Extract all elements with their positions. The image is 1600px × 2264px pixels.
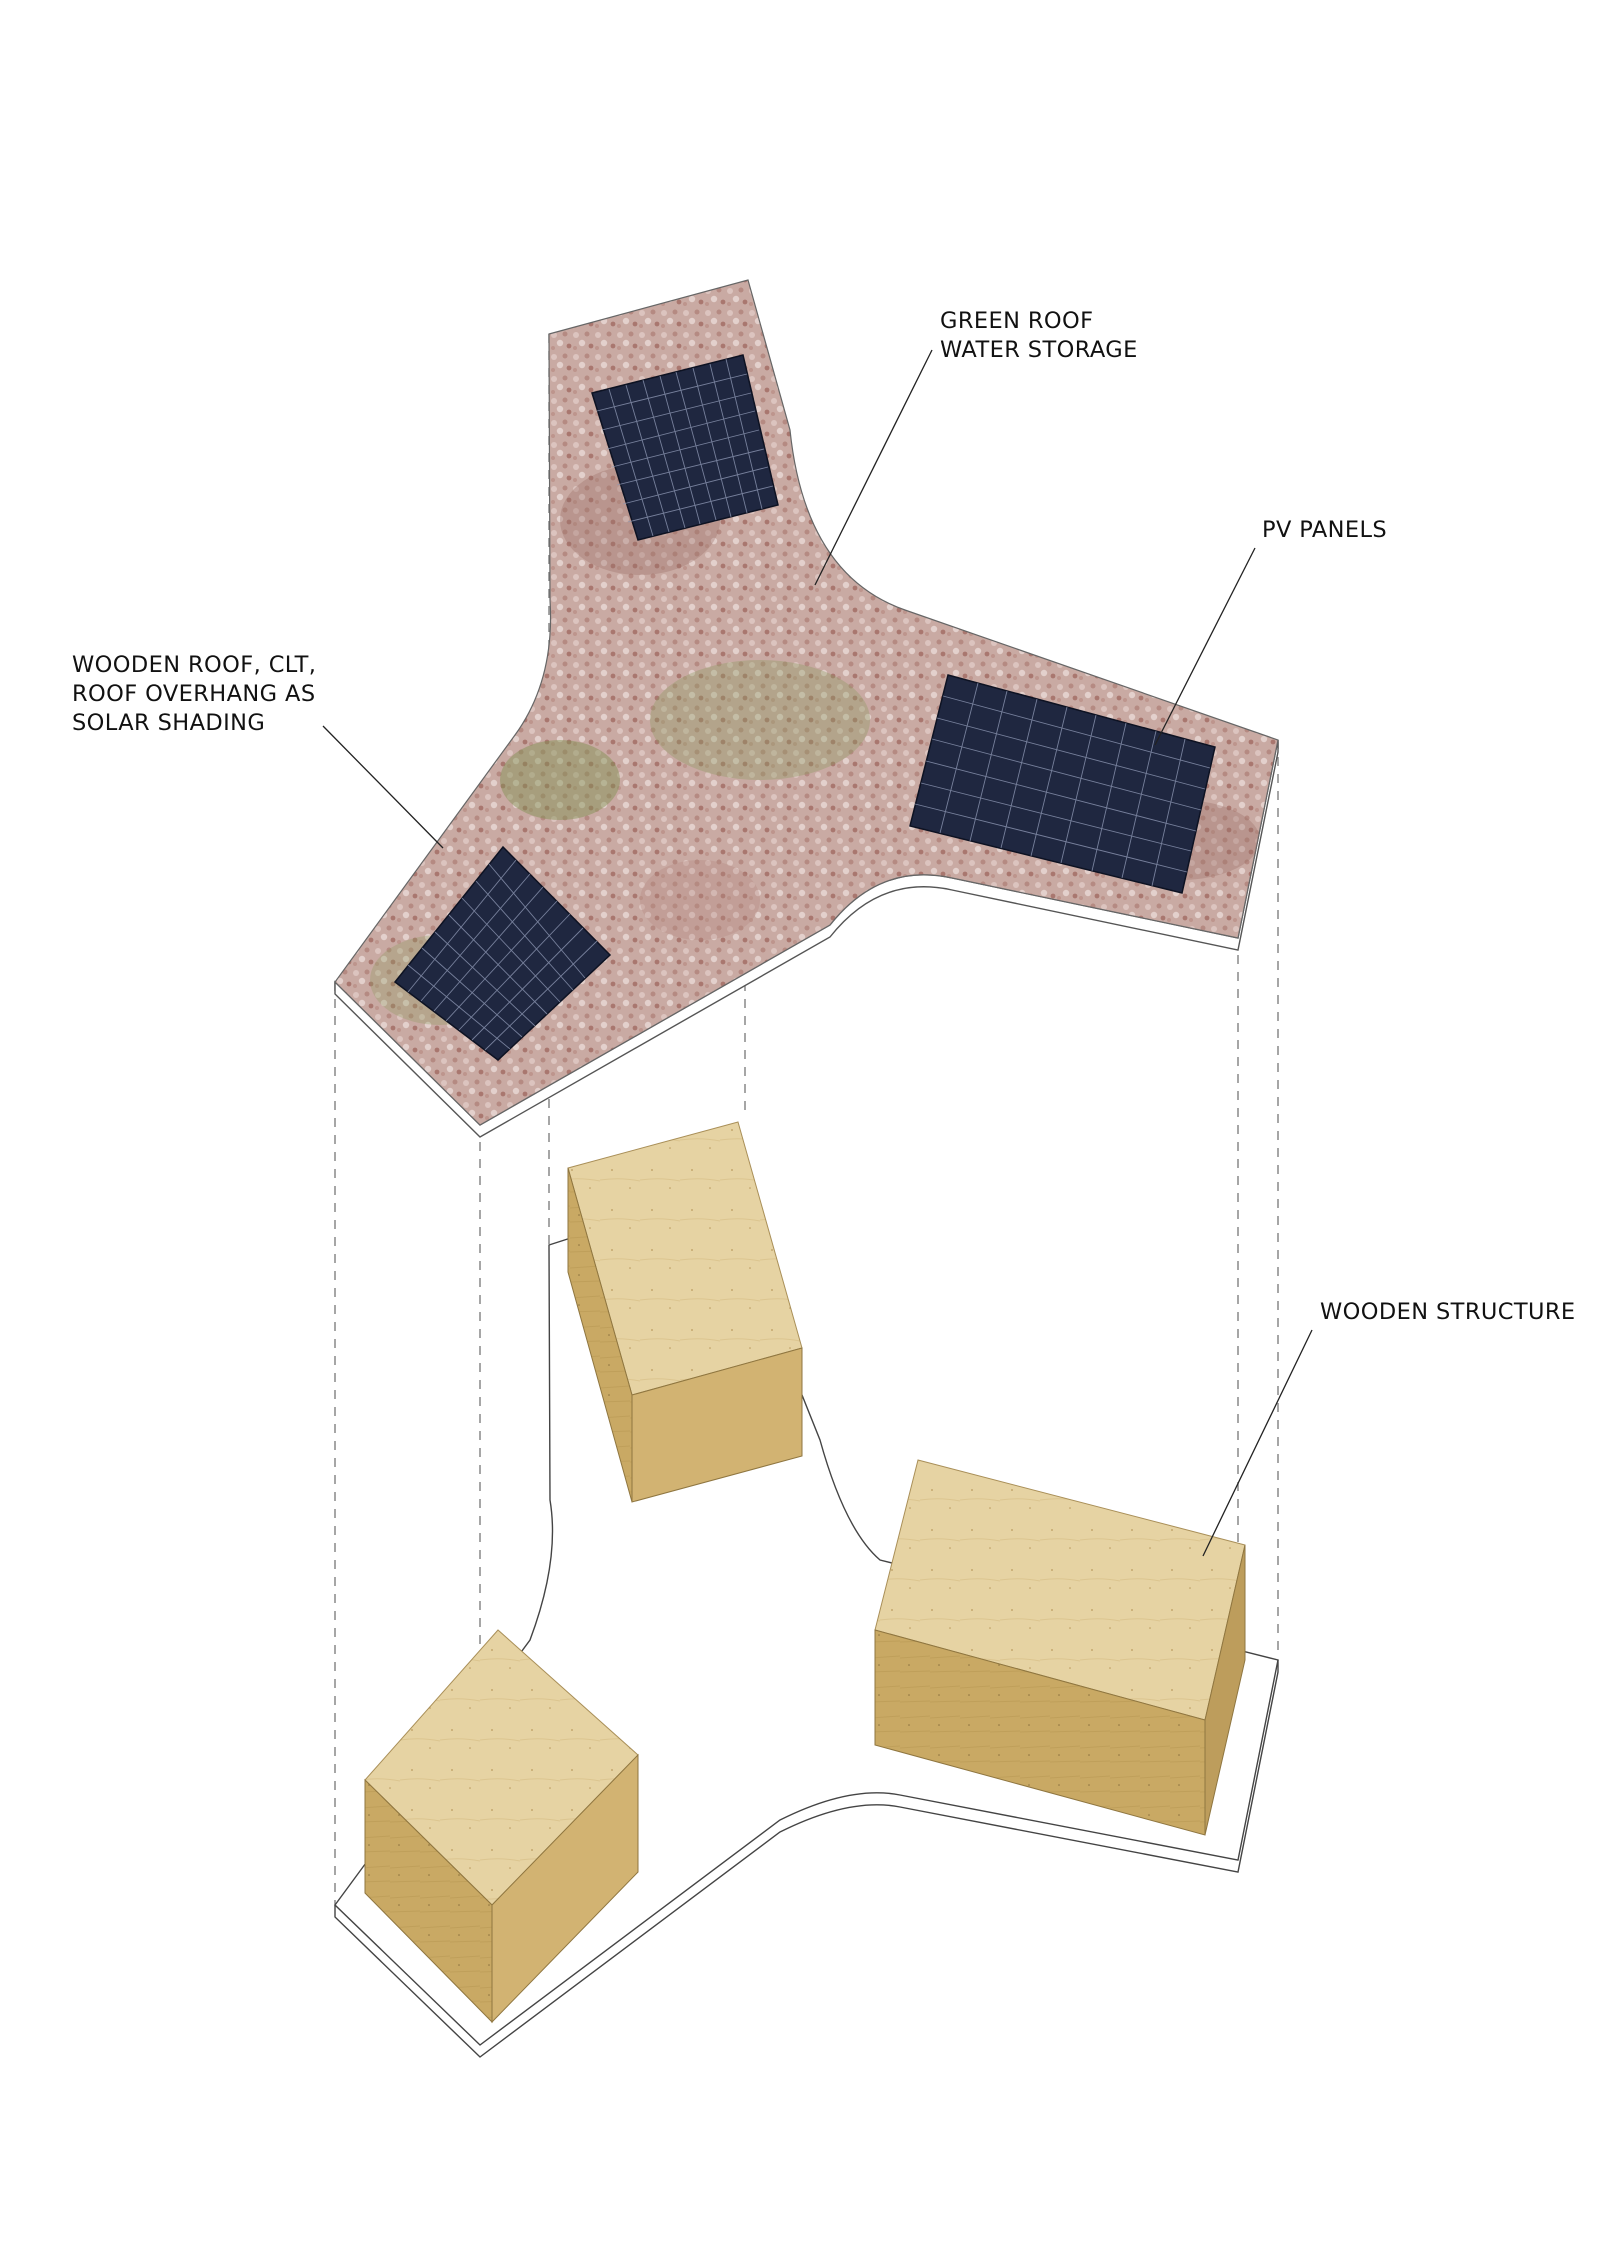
label-wooden-structure: WOODEN STRUCTURE [1320,1298,1576,1327]
green-roof-slab [334,279,1279,1138]
label-line: WOODEN ROOF, CLT, [72,652,317,678]
solar-panel-icon [909,674,1216,894]
timber-box-icon [567,1121,803,1503]
label-line: SOLAR SHADING [72,710,266,736]
label-line: GREEN ROOF [940,308,1094,334]
solar-panel-icon [393,845,612,1061]
leader-pv-panels [1154,547,1256,746]
label-line: WATER STORAGE [940,337,1138,363]
label-green-roof: GREEN ROOF WATER STORAGE [940,307,1138,365]
label-wooden-roof: WOODEN ROOF, CLT, ROOF OVERHANG AS SOLAR… [72,651,316,738]
timber-box-icon [364,1629,639,2024]
timber-box-icon [874,1459,1246,1836]
leader-green-roof [814,349,933,586]
label-line: WOODEN STRUCTURE [1320,1299,1576,1325]
leader-wooden-structure [1202,1329,1313,1557]
label-pv-panels: PV PANELS [1262,516,1387,545]
leader-wooden-roof [322,725,444,849]
label-line: ROOF OVERHANG AS [72,681,316,707]
label-line: PV PANELS [1262,517,1388,543]
solar-panel-icon [591,354,779,541]
green-roof-surface [334,279,1279,1126]
label-leader-lines [322,349,1313,1557]
